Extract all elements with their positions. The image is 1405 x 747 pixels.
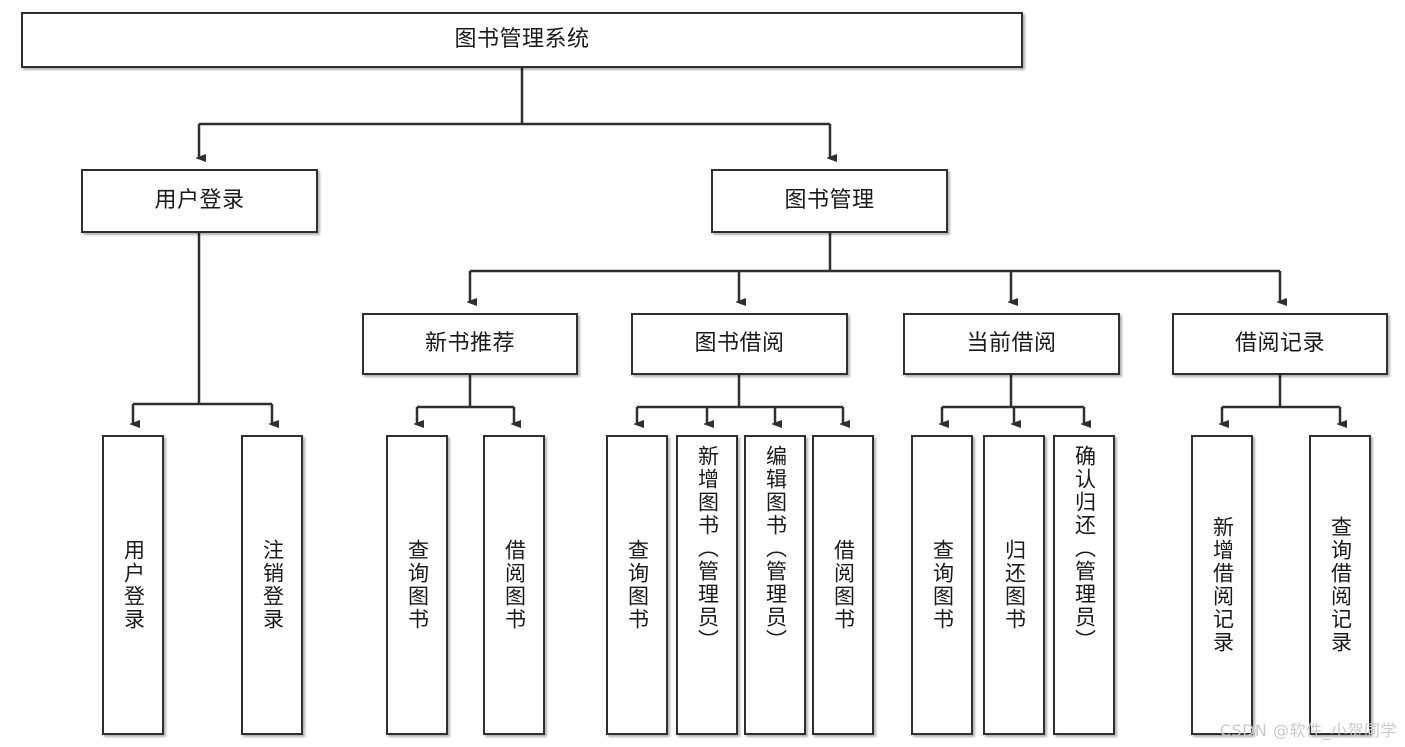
- node-leaf-borrow-book[interactable]: 借阅图书: [812, 435, 874, 735]
- node-leaf-add-book-label: 新增图书（管理员）: [695, 445, 720, 652]
- node-leaf-query-book-borrow[interactable]: 查询图书: [606, 435, 668, 735]
- node-new-book-recommend[interactable]: 新书推荐: [362, 313, 578, 375]
- node-leaf-logout-label: 注销登录: [260, 539, 285, 631]
- node-leaf-add-book[interactable]: 新增图书（管理员）: [676, 435, 738, 735]
- node-root-label: 图书管理系统: [454, 27, 590, 53]
- node-leaf-query-book-current[interactable]: 查询图书: [911, 435, 973, 735]
- node-current-borrow[interactable]: 当前借阅: [903, 313, 1120, 375]
- node-leaf-user-login-label: 用户登录: [121, 539, 146, 631]
- node-leaf-edit-book[interactable]: 编辑图书（管理员）: [744, 435, 806, 735]
- node-book-manage[interactable]: 图书管理: [711, 169, 948, 233]
- node-leaf-borrow-book-label: 借阅图书: [831, 539, 856, 631]
- node-leaf-query-book-recommend[interactable]: 查询图书: [386, 435, 448, 735]
- node-leaf-query-borrow-record-label: 查询借阅记录: [1328, 516, 1353, 654]
- node-leaf-user-login[interactable]: 用户登录: [102, 435, 164, 735]
- node-book-borrow-label: 图书借阅: [694, 331, 785, 357]
- watermark: CSDN @软件_小贺同学: [1219, 721, 1397, 740]
- node-book-borrow[interactable]: 图书借阅: [631, 313, 848, 375]
- node-leaf-query-borrow-record[interactable]: 查询借阅记录: [1309, 435, 1371, 735]
- node-borrow-record[interactable]: 借阅记录: [1172, 313, 1388, 375]
- node-leaf-query-book-borrow-label: 查询图书: [625, 539, 650, 631]
- node-leaf-logout[interactable]: 注销登录: [241, 435, 303, 735]
- node-user-login-label: 用户登录: [154, 188, 245, 214]
- node-leaf-borrow-book-recommend-label: 借阅图书: [502, 539, 527, 631]
- node-new-book-recommend-label: 新书推荐: [424, 331, 515, 357]
- node-leaf-add-borrow-record-label: 新增借阅记录: [1210, 516, 1235, 654]
- node-current-borrow-label: 当前借阅: [966, 331, 1057, 357]
- node-leaf-return-book[interactable]: 归还图书: [983, 435, 1045, 735]
- node-book-manage-label: 图书管理: [784, 188, 875, 214]
- node-leaf-query-book-recommend-label: 查询图书: [405, 539, 430, 631]
- node-leaf-confirm-return-label: 确认归还（管理员）: [1072, 445, 1097, 652]
- node-leaf-return-book-label: 归还图书: [1002, 539, 1027, 631]
- node-leaf-query-book-current-label: 查询图书: [930, 539, 955, 631]
- node-root-system[interactable]: 图书管理系统: [21, 12, 1023, 68]
- node-leaf-borrow-book-recommend[interactable]: 借阅图书: [483, 435, 545, 735]
- node-borrow-record-label: 借阅记录: [1234, 331, 1325, 357]
- node-leaf-confirm-return[interactable]: 确认归还（管理员）: [1053, 435, 1115, 735]
- node-leaf-edit-book-label: 编辑图书（管理员）: [763, 445, 788, 652]
- node-user-login[interactable]: 用户登录: [81, 169, 318, 233]
- node-leaf-add-borrow-record[interactable]: 新增借阅记录: [1191, 435, 1253, 735]
